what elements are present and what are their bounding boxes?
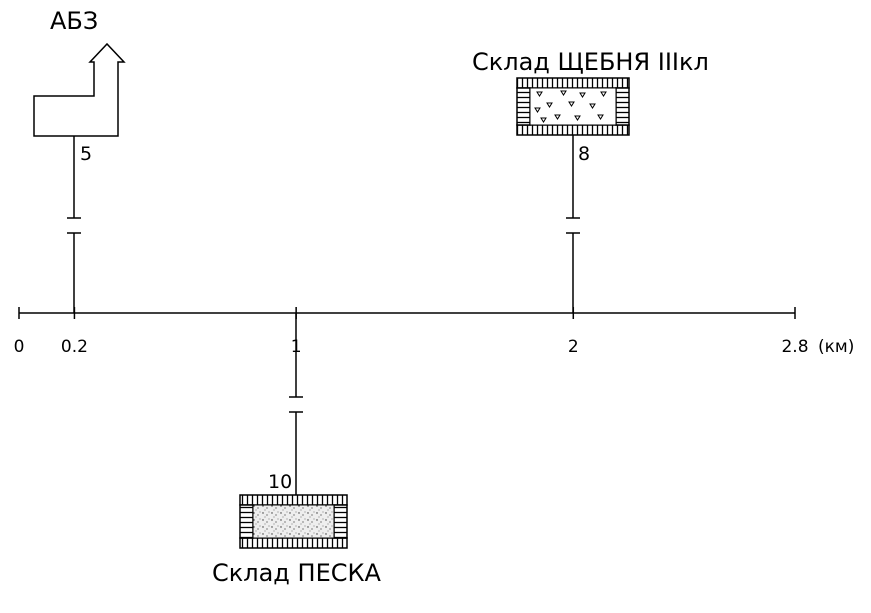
abz-node: АБЗ 5: [33, 7, 126, 313]
axis-tick-label: 0: [14, 337, 25, 357]
axis-unit: (км): [818, 337, 854, 357]
crushed-stone-frame-top: [516, 77, 630, 89]
crushed-stone-distance: 8: [578, 143, 590, 165]
axis-tick-label: 2.8: [781, 337, 808, 357]
sand-label: Склад ПЕСКА: [212, 559, 382, 587]
sand-frame-left: [239, 504, 254, 539]
sand-node: 10 Склад ПЕСКА: [212, 313, 382, 587]
crushed-stone-fill: [529, 87, 617, 126]
sand-frame-right: [333, 504, 348, 539]
crushed-stone-triangles: [534, 90, 607, 123]
crushed-stone-frame-left: [516, 87, 531, 126]
axis-tick-label: 2: [568, 337, 579, 357]
crushed-stone-frame-right: [615, 87, 630, 126]
factory-icon: [33, 42, 126, 137]
sand-fill: [252, 504, 335, 539]
crushed-stone-frame-bottom: [516, 124, 630, 136]
crushed-stone-label: Склад ЩЕБНЯ IIIкл: [472, 48, 709, 76]
crushed-stone-node: Склад ЩЕБНЯ IIIкл 8: [472, 48, 709, 313]
axis-tick-label: 0.2: [61, 337, 88, 357]
abz-distance: 5: [80, 143, 92, 165]
sand-frame-top: [239, 494, 348, 506]
sand-distance: 10: [268, 471, 292, 493]
abz-label: АБЗ: [50, 7, 98, 35]
sand-frame-bottom: [239, 537, 348, 549]
